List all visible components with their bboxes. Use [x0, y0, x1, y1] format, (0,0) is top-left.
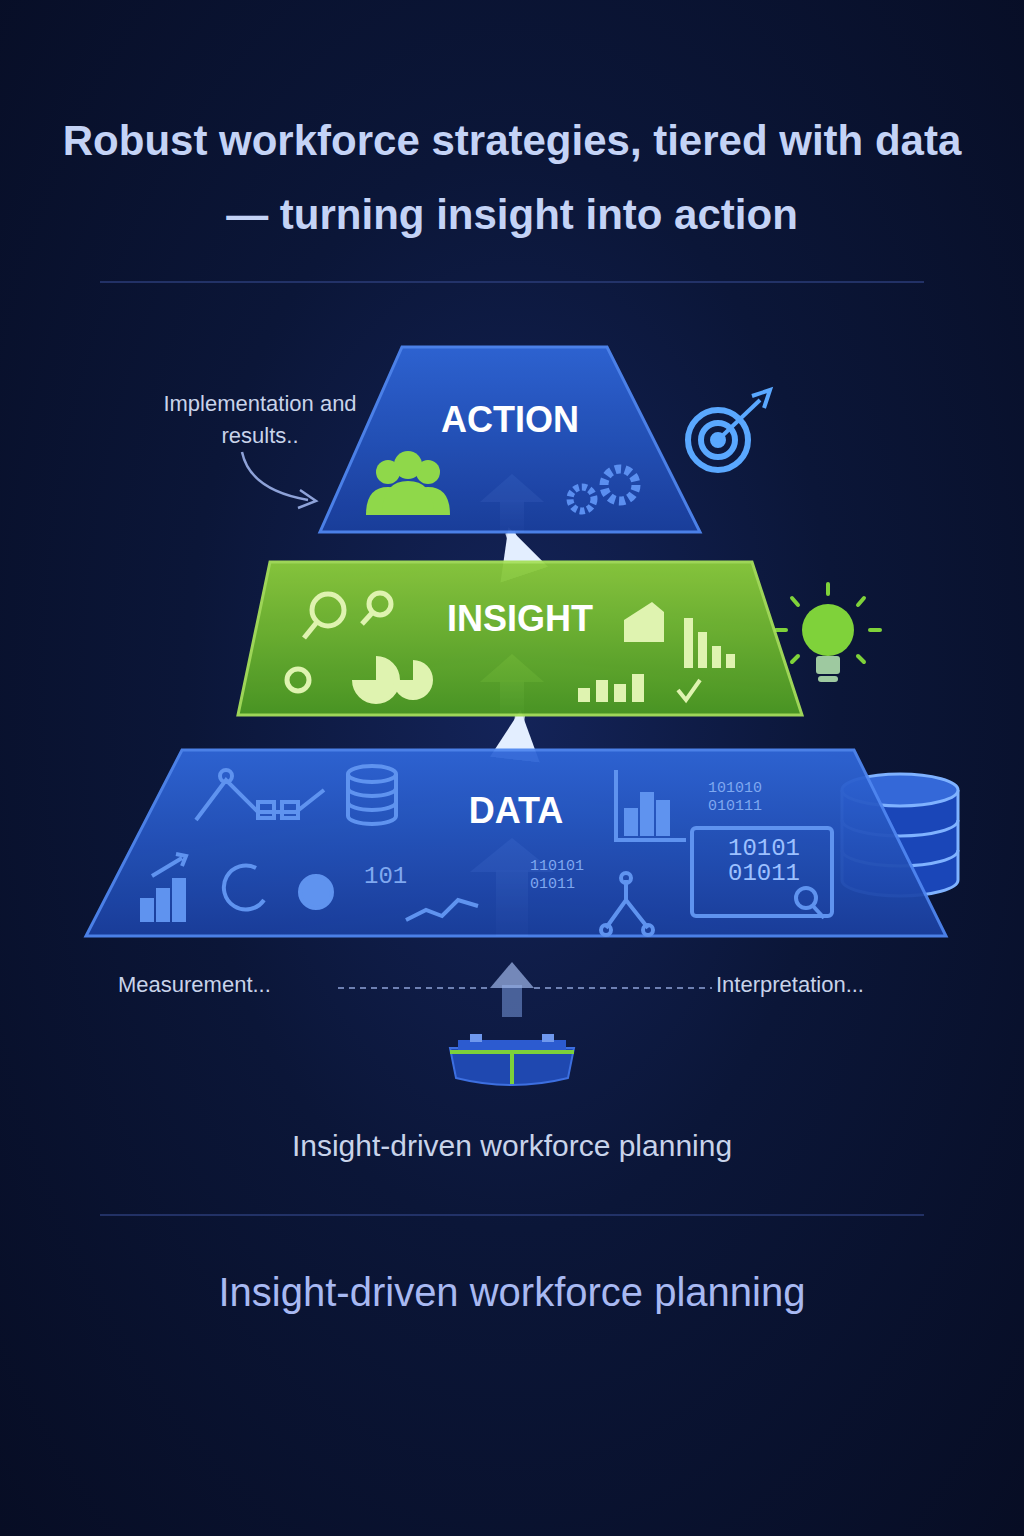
- gear-icon: [570, 469, 636, 511]
- dashed-line: [534, 987, 712, 989]
- tier-label: INSIGHT: [238, 598, 802, 640]
- binary-text: 110101 01011: [530, 858, 592, 894]
- people-icon: [366, 451, 450, 515]
- tier-band: DATA: [86, 750, 946, 936]
- tier-label: ACTION: [320, 399, 700, 441]
- binary-text: 101: [364, 864, 434, 890]
- target-icon: [688, 390, 770, 470]
- leader-line: [242, 452, 308, 500]
- tier-label: DATA: [86, 790, 946, 832]
- trapezoid-fill: [320, 347, 700, 532]
- caption: Insight-driven workforce planning: [60, 1270, 964, 1315]
- sub-caption: Insight-driven workforce planning: [200, 1128, 824, 1164]
- tier-band: INSIGHT: [238, 562, 802, 715]
- trapezoid-fill: [238, 562, 802, 715]
- dashed-line: [338, 987, 490, 989]
- base-device: [450, 1034, 574, 1085]
- lightbulb-icon: [776, 584, 880, 682]
- pie-icon: [287, 656, 433, 704]
- binary-text: 10101 01011: [728, 836, 818, 886]
- axis-note: Interpretation...: [716, 972, 864, 998]
- separator: [100, 281, 924, 283]
- flow-arrow: [510, 532, 520, 562]
- leader-head: [298, 490, 316, 508]
- axis-note: Measurement...: [118, 972, 271, 998]
- bar-icon: [578, 602, 735, 702]
- magnifier-icon: [304, 593, 391, 638]
- title: Robust workforce strategies, tiered with…: [40, 104, 984, 251]
- trapezoid-shape: [86, 750, 946, 936]
- binary-text: 101010 010111: [708, 780, 774, 816]
- note-text: Implementation and results..: [150, 388, 370, 452]
- separator: [100, 1214, 924, 1216]
- trapezoid-fill: [86, 750, 946, 936]
- flow-arrow: [516, 715, 520, 750]
- arrow-head: [490, 962, 534, 988]
- tier-band: ACTION: [320, 347, 700, 532]
- arrow-shaft: [502, 985, 522, 1017]
